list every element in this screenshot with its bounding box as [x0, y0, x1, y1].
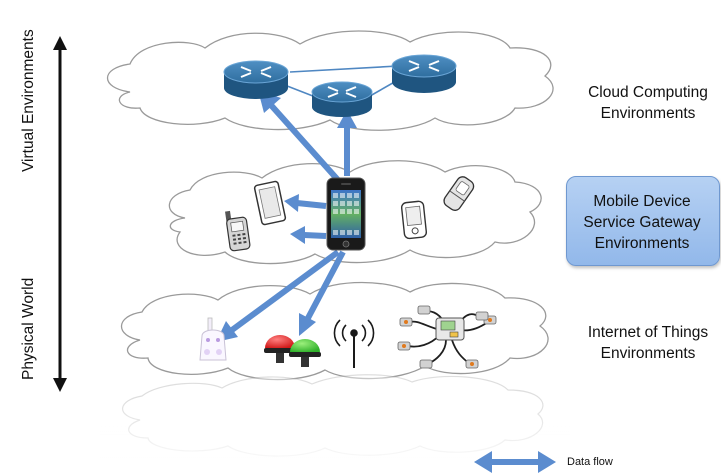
tablet-icon [253, 180, 287, 226]
physical-world-label: Physical World [20, 277, 37, 380]
vertical-axis-arrow [53, 36, 67, 392]
mobile-gateway-highlight-box [566, 176, 720, 266]
data-flow-arrows [216, 90, 357, 342]
router-icon-right [391, 54, 457, 93]
pda-icon [400, 200, 428, 240]
router-icon-left [223, 60, 289, 99]
smartphone-icon [326, 177, 366, 251]
feature-phone-icon [225, 210, 251, 252]
legend-data-flow-label: Data flow [567, 456, 613, 468]
legend-data-flow-arrow [474, 451, 556, 473]
green-light-icon [289, 339, 321, 367]
router-icon-center [311, 81, 373, 117]
arrow-phone-to-tablet [284, 194, 327, 212]
robotics-kit-icon [397, 305, 497, 369]
red-light-icon [264, 335, 296, 363]
antenna-icon [333, 319, 375, 368]
cloud-computing-cloud [107, 30, 554, 131]
arrow-phone-to-lights [299, 250, 346, 336]
flip-phone-icon [443, 176, 475, 211]
reflection-cloud [100, 374, 570, 460]
baby-monitor-icon [199, 317, 227, 361]
arrow-phone-to-gateway-phone [290, 226, 327, 244]
virtual-environments-label: Virtual Environments [20, 29, 37, 172]
arrow-phone-to-router-center [337, 110, 357, 176]
